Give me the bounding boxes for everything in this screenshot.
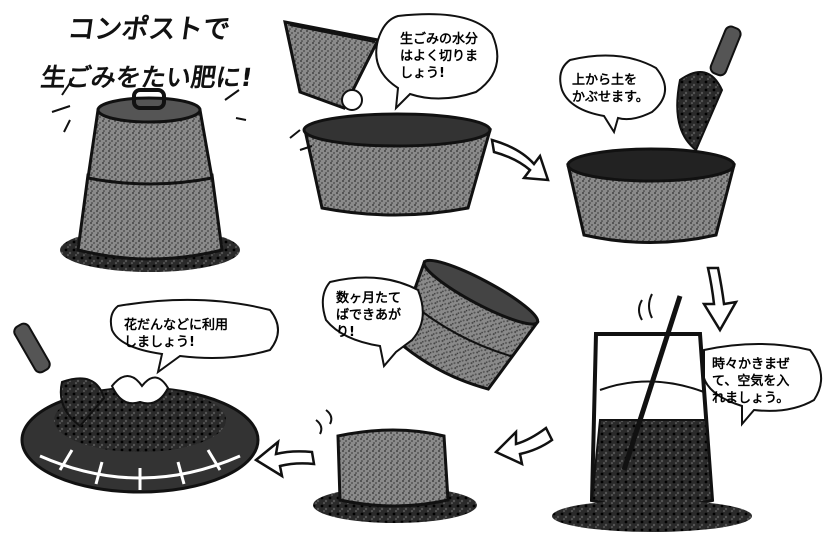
bucket-open <box>289 112 492 217</box>
bubble-months-line-2: ばできあが <box>336 307 401 323</box>
bubble-stir: 時々かきまぜ て、空気を入 れましょう。 <box>703 343 822 427</box>
closed-compost-bin <box>51 76 247 272</box>
title-line-2: 生ごみをたい肥に! <box>39 63 254 92</box>
compost-mound <box>313 409 477 523</box>
title-block: コンポストで 生ごみをたい肥に! <box>39 14 254 92</box>
drain-tray <box>283 20 381 111</box>
bin-lifted <box>394 258 540 391</box>
bubble-stir-line-2: て、空気を入 <box>712 373 789 389</box>
bubble-stir-line-1: 時々かきまぜ <box>712 356 790 372</box>
arrow-left-icon-2 <box>253 438 316 479</box>
arrow-down-icon <box>701 266 739 333</box>
arrow-right-icon <box>490 138 550 182</box>
bubble-garden-line-1: 花だんなどに利用 <box>124 317 228 333</box>
bubble-soil-line-1: 上から土を <box>572 72 637 88</box>
garden-bed <box>20 375 260 494</box>
trowel-icon <box>676 25 742 152</box>
bubble-months-line-1: 数ヶ月たて <box>336 290 401 306</box>
trowel-garden-icon <box>13 322 106 428</box>
bubble-months: 数ヶ月たて ばできあが り! <box>321 276 424 369</box>
bubble-drain-line-2: はよく切りま <box>400 49 478 64</box>
bubble-drain-line-1: 生ごみの水分 <box>400 31 478 47</box>
bubble-stir-line-3: れましょう。 <box>712 391 789 406</box>
bubble-months-line-3: り! <box>336 325 355 340</box>
bubble-garden: 花だんなどに利用 しましょう! <box>109 298 279 375</box>
bin-stirring <box>552 293 752 532</box>
bubble-soil-line-2: かぶせます。 <box>572 90 649 105</box>
bucket-soil <box>566 147 736 244</box>
bubble-soil: 上から土を かぶせます。 <box>559 54 666 135</box>
bubble-drain-line-3: しょう! <box>400 66 445 81</box>
bubble-drain: 生ごみの水分 はよく切りま しょう! <box>375 13 499 111</box>
arrow-left-icon <box>493 426 554 467</box>
title-line-1: コンポストで <box>66 14 232 45</box>
bubble-garden-line-2: しましょう! <box>124 335 195 350</box>
